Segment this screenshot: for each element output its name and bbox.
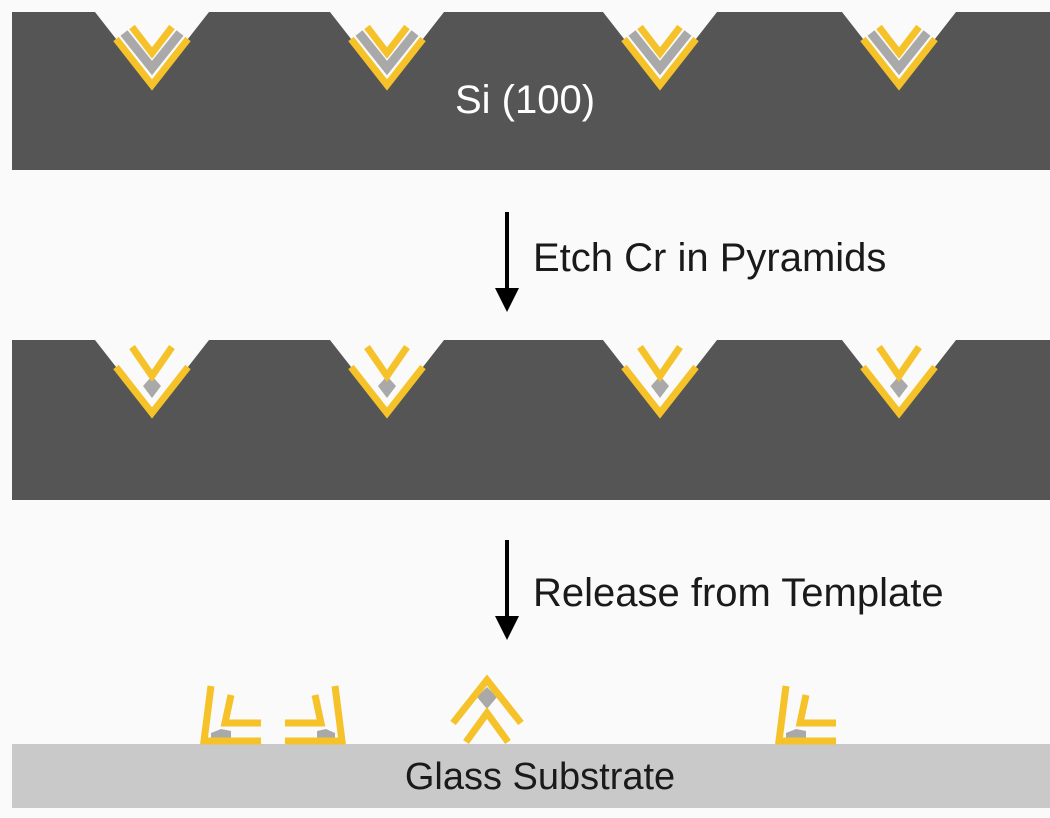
chromium-tip-remnant xyxy=(477,687,497,709)
gold-inner-layer xyxy=(795,694,836,727)
released-particle-2 xyxy=(285,685,346,745)
gold-outer-layer xyxy=(200,685,261,745)
pyramid-1-panel-2 xyxy=(113,345,191,419)
glass-panel: Glass Substrate xyxy=(12,674,1050,808)
gold-outer-layer xyxy=(860,364,938,419)
gold-inner-layer xyxy=(364,24,410,59)
gold-outer-layer xyxy=(113,364,191,419)
gold-outer-layer xyxy=(113,36,191,91)
chromium-layer xyxy=(628,30,692,76)
gold-outer-layer xyxy=(348,36,426,91)
pyramid-4-panel-1 xyxy=(860,24,938,91)
released-particle-3 xyxy=(450,674,524,745)
chromium-layer xyxy=(355,30,419,76)
gold-inner-layer xyxy=(220,694,261,727)
gold-inner-layer xyxy=(637,24,683,59)
gold-outer-layer xyxy=(860,36,938,91)
gold-outer-layer xyxy=(450,674,524,726)
released-particle-1 xyxy=(200,685,261,745)
silicon-wafer-top xyxy=(12,12,1050,170)
chromium-layer xyxy=(120,30,184,76)
chromium-tip-remnant xyxy=(890,376,908,398)
pyramid-3-panel-2 xyxy=(621,345,699,419)
si-template-panel-2 xyxy=(12,340,1050,500)
gold-inner-layer xyxy=(637,345,683,383)
released-particle-4 xyxy=(775,685,836,745)
gold-outer-layer xyxy=(621,364,699,419)
chromium-tip-remnant xyxy=(143,376,161,398)
gold-inner-layer xyxy=(129,345,175,383)
step-1: Etch Cr in Pyramids xyxy=(495,212,886,312)
chromium-layer xyxy=(867,30,931,76)
chromium-tip-remnant xyxy=(378,376,396,398)
gold-inner-layer xyxy=(876,24,922,59)
pyramid-2-panel-2 xyxy=(348,345,426,419)
chromium-tip-remnant xyxy=(651,376,669,398)
pyramid-4-panel-2 xyxy=(860,345,938,419)
gold-inner-layer xyxy=(364,345,410,383)
pyramid-3-panel-1 xyxy=(621,24,699,91)
pyramid-1-panel-1 xyxy=(113,24,191,91)
gold-inner-layer xyxy=(285,694,326,727)
gold-inner-layer xyxy=(876,345,922,383)
pyramid-2-panel-1 xyxy=(348,24,426,91)
gold-outer-layer xyxy=(621,36,699,91)
step-2-label: Release from Template xyxy=(533,571,944,615)
si-template-panel-1: Si (100) xyxy=(12,12,1050,170)
gold-inner-layer xyxy=(463,707,511,745)
gold-outer-layer xyxy=(775,685,836,745)
step-2: Release from Template xyxy=(495,540,944,640)
gold-outer-layer xyxy=(348,364,426,419)
gold-inner-layer xyxy=(129,24,175,59)
silicon-wafer-middle xyxy=(12,340,1050,500)
glass-substrate xyxy=(12,744,1050,808)
silicon-label: Si (100) xyxy=(455,78,595,122)
gold-outer-layer xyxy=(285,685,346,745)
step-1-label: Etch Cr in Pyramids xyxy=(533,236,886,280)
glass-substrate-label: Glass Substrate xyxy=(405,756,675,798)
